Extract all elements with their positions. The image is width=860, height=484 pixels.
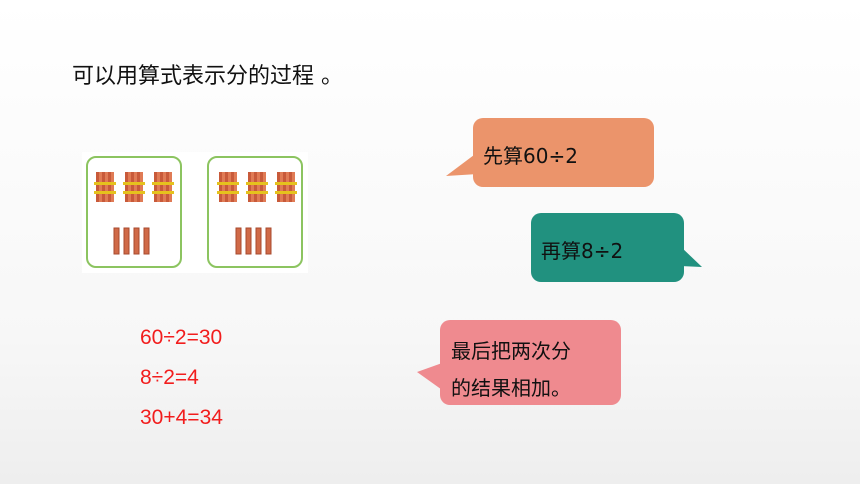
speech-bubble-final-step-line-1: 最后把两次分 — [451, 339, 571, 363]
bundle-of-ten-sticks-icon — [275, 172, 297, 202]
single-stick-icon — [133, 227, 140, 255]
instruction-title: 可以用算式表示分的过程 。 — [72, 64, 343, 89]
single-stick-icon — [143, 227, 150, 255]
stick-group-2 — [207, 156, 303, 268]
bundle-of-ten-sticks-icon — [217, 172, 239, 202]
bundle-of-ten-sticks-icon — [152, 172, 174, 202]
stick-group-1 — [86, 156, 182, 268]
single-stick-icon — [245, 227, 252, 255]
stick-group-2-illustration — [217, 172, 297, 255]
single-stick-icon — [255, 227, 262, 255]
speech-bubble-tail — [446, 152, 478, 176]
speech-bubble-second-step: 再算8÷2 — [531, 213, 684, 282]
equation-2: 8÷2=4 — [140, 366, 199, 389]
equation-1: 60÷2=30 — [140, 326, 223, 349]
single-stick-icon — [113, 227, 120, 255]
bundle-of-ten-sticks-icon — [94, 172, 116, 202]
single-stick-icon — [123, 227, 130, 255]
bundle-of-ten-sticks-icon — [246, 172, 268, 202]
speech-bubble-final-step-line-2: 的结果相加。 — [451, 376, 571, 400]
bundle-of-ten-sticks-icon — [123, 172, 145, 202]
speech-bubble-final-step: 最后把两次分 的结果相加。 — [440, 320, 621, 405]
single-stick-icon — [265, 227, 272, 255]
speech-bubble-first-step-text: 先算60÷2 — [483, 144, 578, 168]
equation-list: 60÷2=30 8÷2=4 30+4=34 — [140, 318, 223, 438]
equation-3: 30+4=34 — [140, 406, 223, 429]
speech-bubble-tail — [680, 246, 702, 267]
speech-bubble-first-step: 先算60÷2 — [473, 118, 654, 187]
speech-bubble-second-step-text: 再算8÷2 — [541, 239, 624, 263]
single-stick-icon — [235, 227, 242, 255]
speech-bubble-tail — [417, 362, 445, 392]
stick-group-1-illustration — [94, 172, 174, 255]
